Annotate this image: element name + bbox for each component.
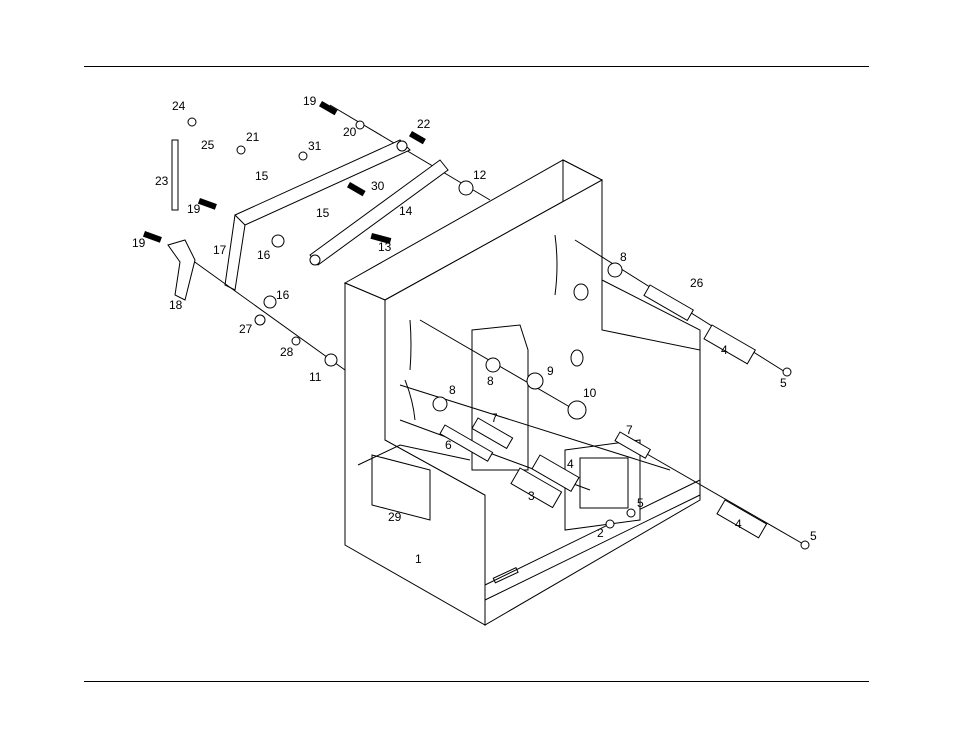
callout: 22 — [417, 117, 431, 131]
bottom-rule — [84, 681, 869, 682]
callout: 5 — [810, 529, 817, 543]
callout: 15 — [255, 169, 269, 183]
callout: 19 — [132, 236, 146, 250]
callout: 8 — [620, 250, 627, 264]
callout: 6 — [445, 438, 452, 452]
callout: 27 — [239, 322, 253, 336]
callout: 30 — [371, 179, 385, 193]
callout: 26 — [690, 276, 704, 290]
callout: 19 — [187, 202, 201, 216]
callout: 21 — [246, 130, 260, 144]
callout: 24 — [172, 99, 186, 113]
callout-labels: 24 25 23 19 20 22 21 31 15 30 15 14 12 1… — [132, 94, 817, 566]
callout: 18 — [169, 298, 183, 312]
link-arms — [224, 139, 449, 291]
callout: 8 — [449, 383, 456, 397]
callout: 12 — [473, 168, 487, 182]
callout: 10 — [583, 386, 597, 400]
callout: 23 — [155, 174, 169, 188]
frame-assembly — [343, 159, 701, 626]
callout: 1 — [415, 552, 422, 566]
callout: 17 — [213, 243, 227, 257]
callout: 13 — [378, 240, 392, 254]
callout: 19 — [303, 94, 317, 108]
callout: 29 — [388, 510, 402, 524]
callout: 2 — [597, 526, 604, 540]
top-rule — [84, 66, 869, 67]
callout: 11 — [309, 370, 322, 384]
callout: 16 — [276, 288, 290, 302]
callout: 7 — [491, 411, 498, 425]
callout: 20 — [343, 125, 357, 139]
callout: 31 — [308, 139, 322, 153]
callout: 3 — [528, 489, 535, 503]
callout: 16 — [257, 248, 271, 262]
callout: 4 — [567, 457, 574, 471]
callout: 4 — [721, 343, 728, 357]
parts — [142, 101, 810, 550]
callout: 5 — [780, 376, 787, 390]
callout: 8 — [487, 374, 494, 388]
callout: 4 — [735, 517, 742, 531]
callout: 5 — [637, 496, 644, 510]
callout: 7 — [626, 423, 633, 437]
callout: 14 — [399, 204, 413, 218]
callout: 15 — [316, 206, 330, 220]
callout: 25 — [201, 138, 215, 152]
callout: 28 — [280, 345, 294, 359]
callout: 9 — [547, 364, 554, 378]
